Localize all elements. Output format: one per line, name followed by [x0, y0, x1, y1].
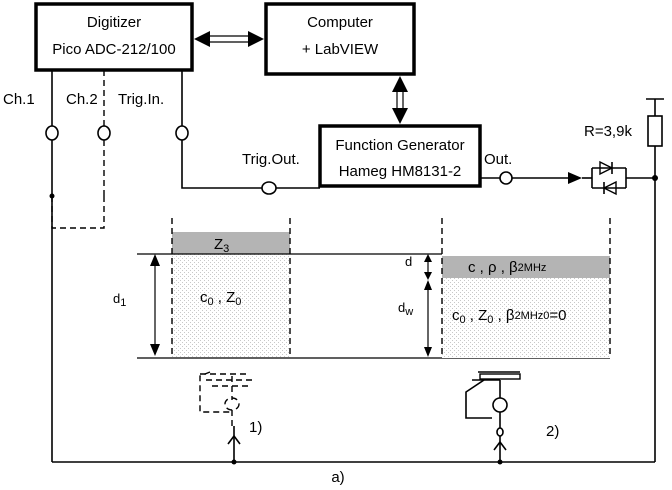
setup1-transducer-icon: [199, 371, 252, 462]
resistor-icon: [646, 98, 664, 178]
function-generator-block: Function Generator Hameg HM8131-2: [318, 124, 482, 188]
out-connector-icon: [499, 171, 513, 185]
generator-title: Function Generator: [335, 137, 464, 154]
setup2-number: 2): [546, 423, 559, 440]
setup2-water-thickness-arrow: [424, 280, 432, 357]
digitizer-title: Digitizer: [87, 14, 141, 31]
trig-out-connector-icon: [261, 181, 277, 195]
setup2-medium-label: c0 , Z0 , β2MHz0=0: [452, 307, 567, 326]
computer-block: Computer + LabVIEW: [264, 2, 416, 76]
ch2-wire: [51, 70, 105, 229]
computer-software: + LabVIEW: [302, 41, 379, 58]
computer-generator-link-arrow: [392, 76, 408, 124]
setup2-layer-thickness-arrow: [424, 254, 432, 280]
ch1-label: Ch.1: [3, 91, 35, 108]
setup2-water-thickness-label: dw: [398, 300, 413, 318]
setup1-tank: Z3 c0 , Z0: [171, 218, 291, 358]
setup1-top-layer-label: Z3: [214, 236, 229, 255]
setup1-number: 1): [249, 419, 262, 436]
ch2-label: Ch.2: [66, 91, 98, 108]
ch2-connector-icon: [97, 125, 111, 141]
digitizer-model: Pico ADC-212/100: [52, 41, 175, 58]
ground-return-wire: [52, 178, 656, 463]
computer-title: Computer: [307, 14, 373, 31]
generator-model: Hameg HM8131-2: [339, 163, 462, 180]
setup1-medium-region: [172, 254, 290, 358]
digitizer-block: Digitizer Pico ADC-212/100: [34, 2, 194, 72]
out-label: Out.: [484, 151, 512, 168]
setup2-tank: c , ρ , β2MHz c0 , Z0 , β2MHz0=0: [441, 218, 611, 358]
setup2-layer-thickness-label: d: [405, 254, 412, 269]
setup1-top-layer: [172, 232, 290, 254]
setup2-layer: [442, 256, 610, 278]
figure-caption: a): [331, 469, 344, 486]
trig-in-connector-icon: [175, 125, 189, 141]
setup1-thickness-label: d1: [113, 291, 126, 309]
setup1-thickness-arrow: [150, 254, 160, 356]
setup2-layer-label: c , ρ , β2MHz: [468, 259, 546, 276]
trigger-wire: [181, 70, 320, 189]
trig-in-label: Trig.In.: [118, 91, 164, 108]
antiparallel-diodes-icon: [582, 160, 655, 196]
resistor-label: R=3,9k: [584, 123, 632, 140]
setup1-medium-label: c0 , Z0: [200, 289, 241, 308]
setup2-transducer-icon: [465, 371, 521, 462]
ch1-junction-dot: [49, 193, 55, 199]
setup2-medium-region: [442, 278, 610, 358]
setup1-ground-dot: [231, 459, 237, 465]
output-arrow: [568, 172, 582, 184]
digitizer-computer-link-arrow: [194, 31, 264, 47]
setup2-ground-dot: [497, 459, 503, 465]
ch1-connector-icon: [45, 125, 59, 141]
trig-out-label: Trig.Out.: [242, 151, 300, 168]
